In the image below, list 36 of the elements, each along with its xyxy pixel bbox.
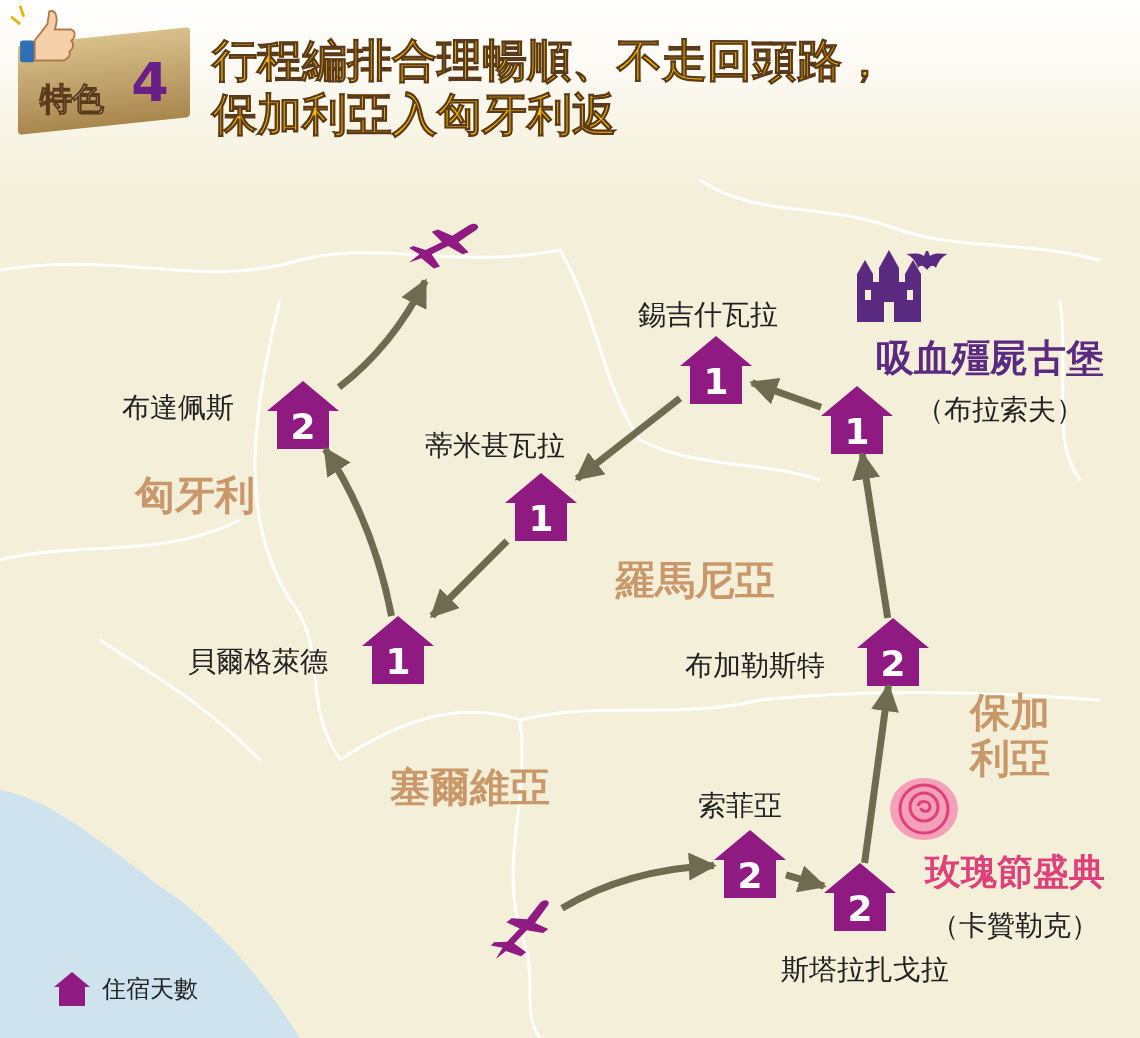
route-arrow xyxy=(574,395,683,482)
route-arrow xyxy=(336,278,429,391)
country-name: 羅馬尼亞 xyxy=(615,555,775,605)
route-arrow xyxy=(785,865,827,893)
city-name: 布達佩斯 xyxy=(122,390,234,426)
title: 行程編排合理暢順、不走回頭路，保加利亞入匈牙利返 xyxy=(212,34,888,142)
city-name: 斯塔拉扎戈拉 xyxy=(781,952,949,988)
night-count: 1 xyxy=(527,499,555,539)
country-name: 塞爾維亞 xyxy=(390,762,550,812)
city-note: （布拉索夫） xyxy=(916,392,1084,428)
festival-title: 玫瑰節盛典 xyxy=(925,849,1105,894)
route-arrow xyxy=(861,683,899,864)
night-count: 2 xyxy=(289,407,317,447)
night-count: 1 xyxy=(702,362,730,402)
night-count: 2 xyxy=(736,856,764,896)
city-name: 貝爾格萊德 xyxy=(188,644,328,680)
route-arrow xyxy=(749,378,823,411)
city-name: 索菲亞 xyxy=(698,788,782,824)
legend-label: 住宿天數 xyxy=(102,974,198,1005)
country-name: 保加利亞 xyxy=(968,689,1051,781)
castle-title: 吸血殭屍古堡 xyxy=(876,334,1104,382)
night-count: 1 xyxy=(843,412,871,452)
city-name: 布加勒斯特 xyxy=(685,648,825,684)
route-arrow xyxy=(322,446,395,617)
city-name: 錫吉什瓦拉 xyxy=(638,297,778,333)
route-arrow xyxy=(852,451,892,619)
city-note: （卡贊勒克） xyxy=(931,908,1099,944)
route-arrow xyxy=(560,853,717,912)
route-arrow xyxy=(429,538,510,619)
city-name: 蒂米甚瓦拉 xyxy=(425,428,565,464)
night-count: 1 xyxy=(384,642,412,682)
badge-number: 4 xyxy=(131,50,169,114)
night-count: 2 xyxy=(846,889,874,929)
night-count: 2 xyxy=(879,644,907,684)
badge-text: 特色 xyxy=(40,79,104,120)
country-name: 匈牙利 xyxy=(135,470,255,520)
